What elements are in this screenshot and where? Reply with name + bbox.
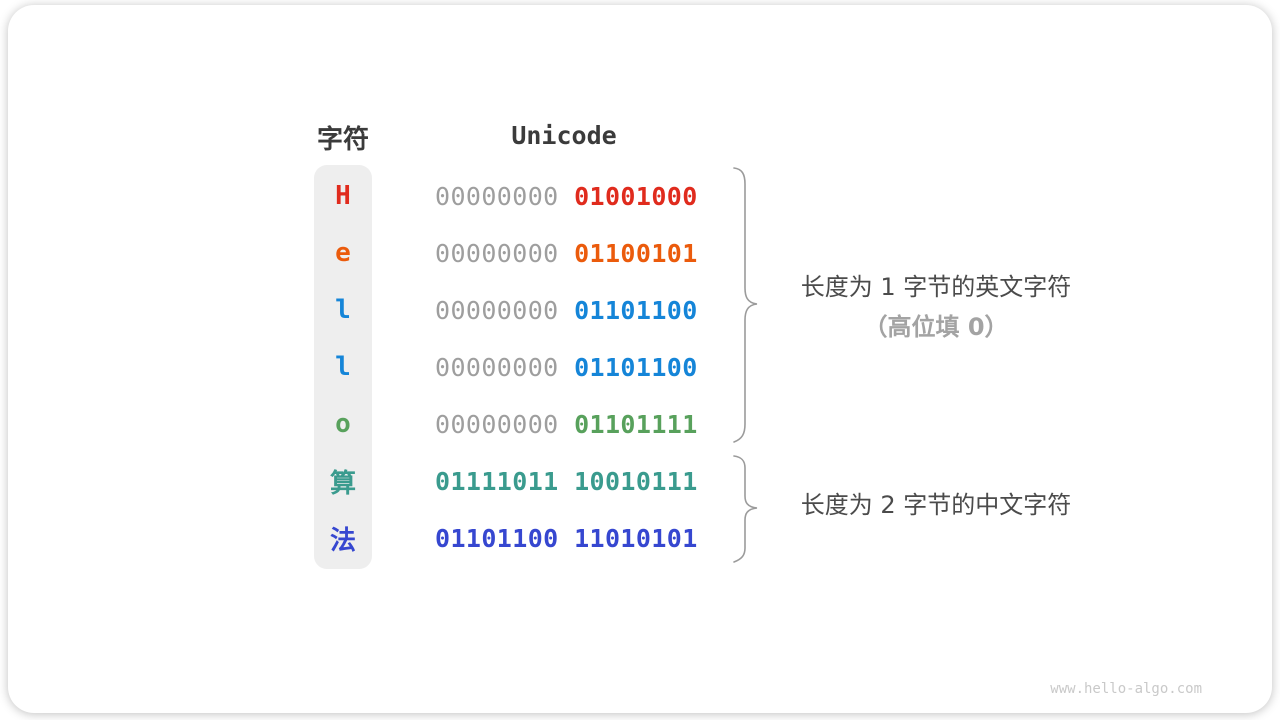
encoding-row: e 00000000 01100101	[313, 233, 733, 273]
encoding-row: l 00000000 01101100	[313, 290, 733, 330]
watermark-url: www.hello-algo.com	[1050, 681, 1202, 697]
encoding-row: l 00000000 01101100	[313, 347, 733, 387]
byte-high: 00000000	[435, 409, 559, 439]
character-cell: 法	[329, 525, 356, 556]
character-cell: l	[335, 295, 351, 325]
column-header-character: 字符	[316, 125, 369, 155]
character-cell: H	[335, 181, 351, 211]
brace-2-byte-group	[732, 454, 760, 564]
character-column-background	[314, 165, 372, 569]
brace-1-byte-group	[732, 166, 760, 444]
annotation-chinese-chars: 长度为 2 字节的中文字符	[764, 485, 1108, 525]
encoding-row: o 00000000 01101111	[313, 404, 733, 444]
annotation-english-chars: 长度为 1 字节的英文字符 （高位填 0）	[764, 267, 1108, 347]
character-cell: 算	[329, 468, 356, 499]
column-header-unicode: Unicode	[511, 121, 617, 150]
byte-low: 10010111	[574, 466, 698, 496]
byte-high: 00000000	[435, 238, 559, 268]
byte-high: 00000000	[435, 181, 559, 211]
byte-low: 01100101	[574, 238, 698, 268]
character-cell: l	[335, 352, 351, 382]
diagram-card: 字符 Unicode H 00000000 01001000 e 0000000…	[8, 5, 1272, 713]
encoding-row: H 00000000 01001000	[313, 176, 733, 216]
byte-low: 01101100	[574, 295, 698, 325]
annotation-chinese-line1: 长度为 2 字节的中文字符	[800, 491, 1072, 519]
byte-high: 00000000	[435, 295, 559, 325]
byte-low: 01101111	[574, 409, 698, 439]
byte-low: 11010101	[574, 523, 698, 553]
byte-high: 01111011	[435, 466, 559, 496]
byte-high: 01101100	[435, 523, 559, 553]
byte-high: 00000000	[435, 352, 559, 382]
encoding-row: 算 01111011 10010111	[313, 461, 733, 501]
byte-low: 01101100	[574, 352, 698, 382]
encoding-row: 法 01101100 11010101	[313, 518, 733, 558]
byte-low: 01001000	[574, 181, 698, 211]
annotation-english-line1: 长度为 1 字节的英文字符	[800, 273, 1072, 301]
character-cell: o	[335, 409, 351, 439]
annotation-english-line2: （高位填 0）	[863, 313, 1009, 341]
character-cell: e	[335, 238, 351, 268]
